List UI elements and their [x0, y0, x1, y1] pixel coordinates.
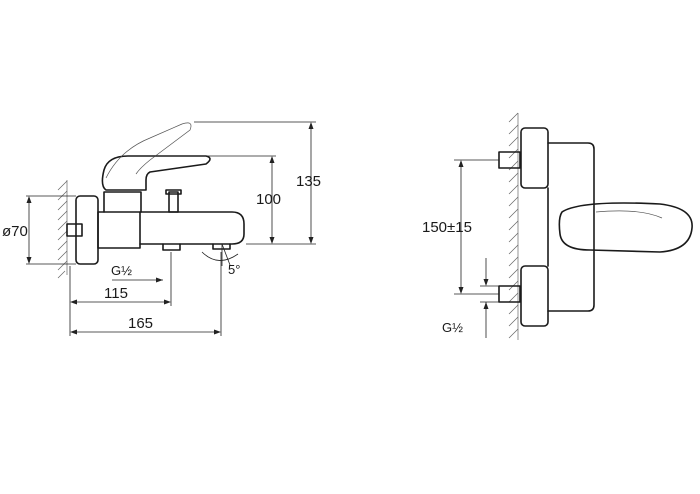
lower-flange	[520, 265, 549, 327]
dim-width-115	[69, 252, 172, 336]
dim-thread-front	[480, 258, 499, 338]
front-lever	[558, 202, 693, 253]
lever-handle-raised	[105, 122, 192, 179]
dim-width-165	[70, 252, 222, 336]
width-165-label: 165	[128, 315, 153, 332]
dim-angle	[201, 243, 239, 266]
dim-diameter	[26, 195, 76, 265]
front-view: 150±15 G½	[422, 112, 693, 340]
spacing-label: 150±15	[422, 219, 472, 236]
inlet-pipe	[66, 223, 83, 237]
width-115-label: 115	[104, 285, 128, 302]
front-thread-label: G½	[442, 320, 463, 335]
upper-flange	[520, 127, 549, 189]
spout-aerator	[212, 243, 231, 250]
shower-outlet	[162, 243, 181, 251]
dim-spacing	[454, 159, 499, 295]
wall-hatch-side	[57, 180, 68, 279]
mixer-body	[97, 211, 141, 249]
mixer-cartridge	[103, 191, 142, 213]
dim-height-100	[150, 155, 276, 245]
angle-label: 5°	[228, 262, 240, 277]
upper-inlet-stub	[498, 151, 521, 169]
height-100-label: 100	[256, 191, 281, 208]
side-thread-label: G½	[111, 263, 132, 278]
front-lever-inner	[595, 210, 663, 219]
front-body	[547, 142, 595, 312]
side-view: ø70 100 135 5° G½	[2, 121, 321, 336]
wall-flange	[75, 195, 99, 265]
dim-height-135	[194, 121, 316, 245]
wall-hatch-front	[508, 112, 519, 340]
diameter-label: ø70	[2, 223, 28, 240]
lever-handle	[101, 155, 211, 191]
height-135-label: 135	[296, 173, 321, 190]
diverter-cap	[165, 189, 182, 195]
diverter-knob	[168, 191, 179, 213]
spout	[139, 211, 245, 245]
